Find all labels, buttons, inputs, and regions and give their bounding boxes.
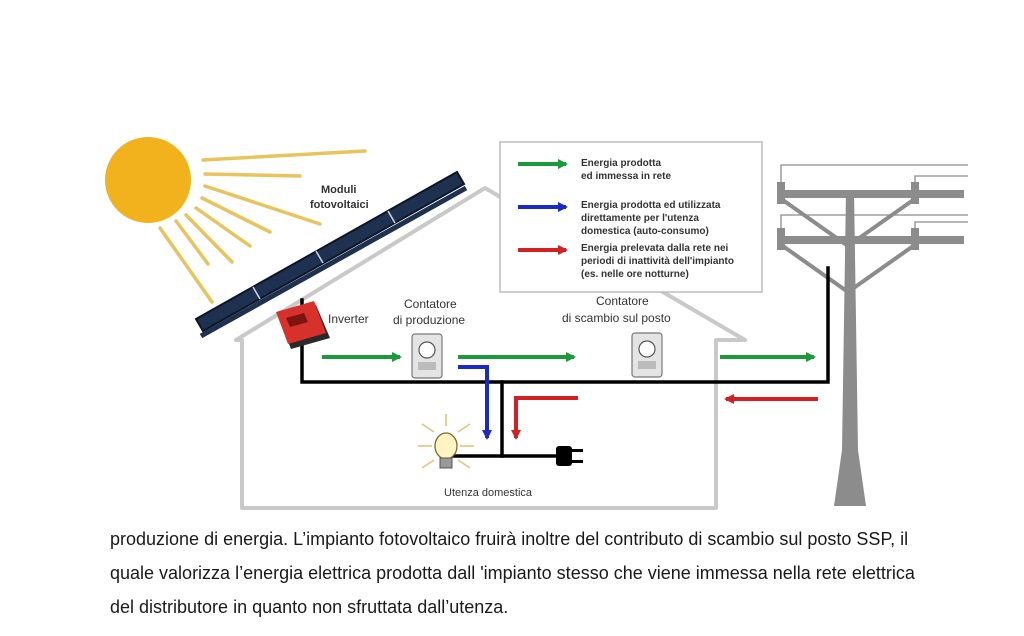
paragraph-line: produzione di energia. L’impianto fotovo…: [110, 529, 909, 549]
sun-icon: [105, 137, 191, 223]
sun-rays: [158, 149, 367, 304]
solar-panels: [194, 170, 468, 339]
power-plug-icon: [556, 446, 583, 466]
paragraph-line: del distributore in quanto non sfruttata…: [110, 597, 509, 617]
light-bulb-icon: [418, 414, 474, 469]
legend-item-green: Energia prodotta ed immessa in rete: [581, 158, 671, 182]
arrow-blue-self-consumption: [458, 365, 492, 440]
label-modules: Moduli fotovoltaici: [310, 184, 369, 211]
body-paragraph: produzione di energia. L’impianto fotovo…: [110, 522, 990, 624]
power-pylon-icon: [777, 164, 968, 506]
pv-system-diagram: Moduli fotovoltaici Inverter Contatore d…: [105, 137, 968, 510]
arrow-red-from-grid-home: [511, 396, 578, 440]
production-meter-icon: [411, 333, 443, 379]
inverter-icon: [276, 301, 330, 349]
legend: Energia prodotta ed immessa in rete Ener…: [499, 141, 763, 293]
legend-item-red: Energia prelevata dalla rete nei periodi…: [581, 243, 737, 280]
electrical-wiring: [300, 266, 830, 458]
label-exchange-meter: Contatore di scambio sul posto: [562, 294, 671, 325]
exchange-meter-icon: [631, 332, 663, 378]
flow-arrows: [322, 352, 818, 440]
label-home: Utenza domestica: [444, 487, 533, 499]
legend-item-blue: Energia prodotta ed utilizzata direttame…: [581, 200, 723, 237]
label-production-meter: Contatore di produzione: [393, 297, 465, 327]
paragraph-line: quale valorizza l’energia elettrica prod…: [110, 563, 915, 583]
label-inverter: Inverter: [328, 312, 369, 326]
